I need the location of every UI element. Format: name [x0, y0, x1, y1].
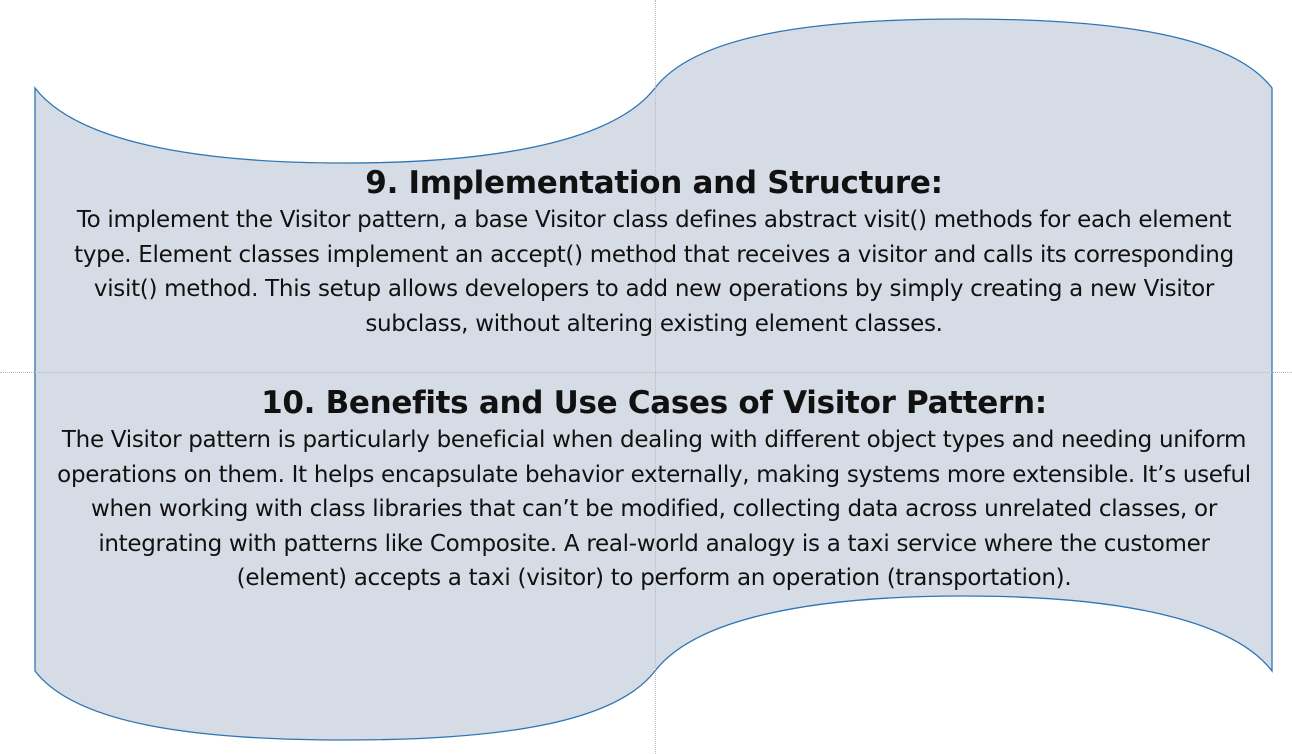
section-body: To implement the Visitor pattern, a base… [74, 207, 1234, 337]
section-benefits[interactable]: 10. Benefits and Use Cases of Visitor Pa… [40, 383, 1268, 596]
wave-shape-path [34, 18, 1273, 741]
section-implementation[interactable]: 9. Implementation and Structure: To impl… [40, 163, 1268, 341]
section-heading: 9. Implementation and Structure: [365, 165, 943, 201]
section-heading: 10. Benefits and Use Cases of Visitor Pa… [261, 385, 1047, 421]
section-body: The Visitor pattern is particularly bene… [57, 427, 1251, 591]
